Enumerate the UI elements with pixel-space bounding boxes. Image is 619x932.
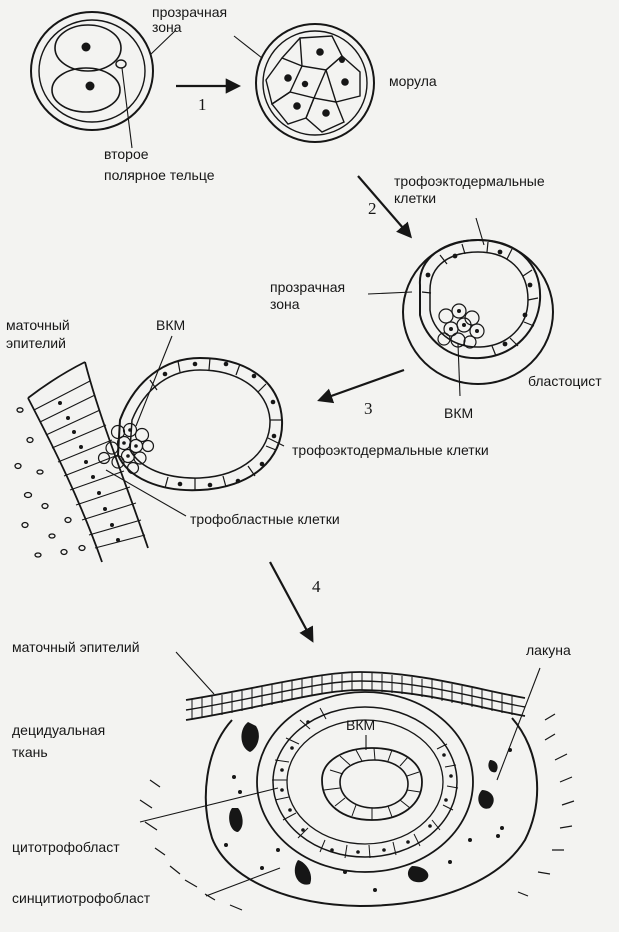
label-icm-2: ВКМ: [444, 405, 473, 421]
label-morula: морула: [389, 73, 437, 89]
step-number-3: 3: [364, 399, 373, 418]
label-lacuna: лакуна: [526, 642, 571, 658]
label-cytotrophoblast: цитотрофобласт: [12, 839, 120, 855]
label-second-polar-body: второе полярное тельце: [104, 146, 215, 183]
leader-lines-stage2: [368, 218, 484, 396]
morula: [256, 24, 374, 142]
label-blastocyst: бластоцист: [528, 373, 602, 389]
label-decidual-tissue-line-2: ткань: [12, 744, 48, 760]
label-zona-pellucida-2-line-2: зона: [270, 296, 300, 312]
decidual-tissue: [140, 714, 574, 910]
implanting-blastocyst: [99, 358, 283, 490]
label-zona-pellucida-1-line-2: зона: [152, 19, 182, 35]
label-zona-pellucida-1-line-1: прозрачная: [152, 4, 227, 20]
label-syncytiotrophoblast: синцитиотрофобласт: [12, 890, 151, 906]
label-second-polar-body-line-1: второе: [104, 146, 149, 162]
label-zona-pellucida-2-line-1: прозрачная: [270, 279, 345, 295]
label-trophectoderm-cells-3: трофоэктодермальные клетки: [292, 442, 489, 458]
uterine-epithelium-stage4: [186, 672, 525, 720]
label-uterine-epithelium-4: маточный эпителий: [12, 639, 140, 655]
label-icm-3: ВКМ: [156, 317, 185, 333]
label-second-polar-body-line-2: полярное тельце: [104, 167, 215, 183]
label-uterine-epithelium-3: маточный эпителий: [6, 317, 70, 351]
label-trophoblast-cells: трофобластные клетки: [190, 511, 340, 527]
label-trophectoderm-cells-2-line-1: трофоэктодермальные: [394, 173, 545, 189]
label-icm-4: ВКМ: [346, 717, 375, 733]
step-number-1: 1: [198, 95, 207, 114]
label-decidual-tissue: децидуальная ткань: [12, 722, 105, 760]
label-uterine-epithelium-3-line-2: эпителий: [6, 335, 66, 351]
two-cell-embryo: [31, 12, 153, 130]
step-number-2: 2: [368, 199, 377, 218]
label-trophectoderm-cells-2-line-2: клетки: [394, 190, 436, 206]
step-number-4: 4: [312, 577, 321, 596]
blastocyst: [403, 240, 553, 384]
label-uterine-epithelium-3-line-1: маточный: [6, 317, 70, 333]
label-decidual-tissue-line-1: децидуальная: [12, 722, 105, 738]
leader-lines-stage1: [122, 30, 262, 148]
